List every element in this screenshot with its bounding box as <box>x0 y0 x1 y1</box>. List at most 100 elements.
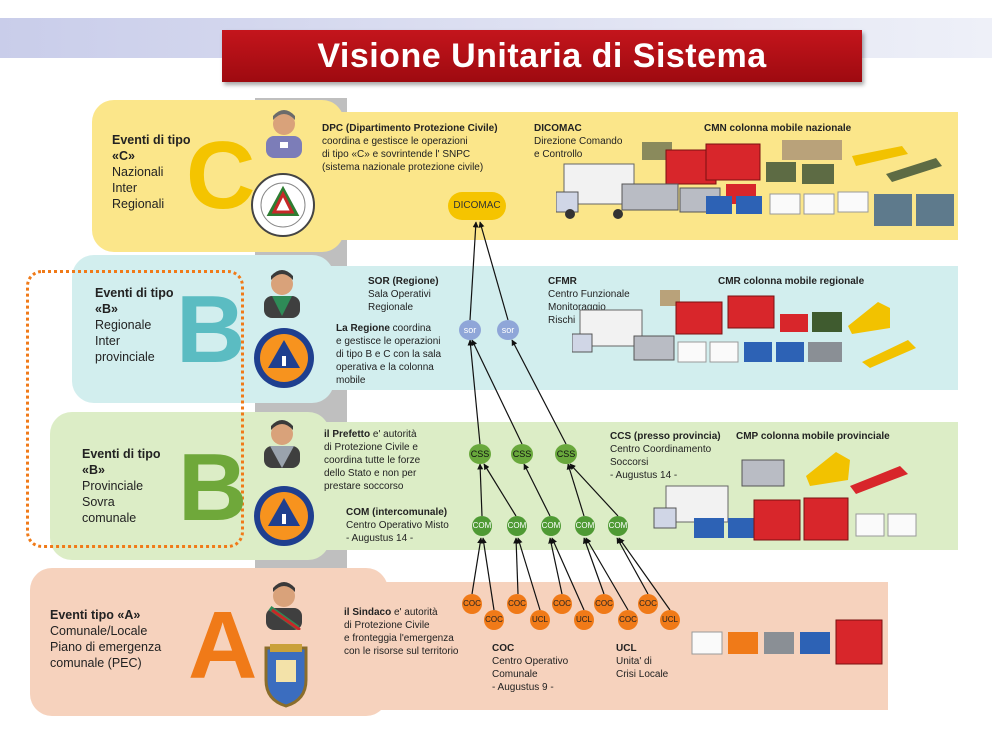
com-head: COM (intercomunale) <box>346 507 448 518</box>
official-avatar-icon <box>266 582 302 630</box>
cfmr-line: Rischi <box>548 315 576 326</box>
tier-a-label: Eventi tipo «A» Comunale/Locale Piano di… <box>50 607 190 671</box>
sor-head: SOR (Regione) <box>368 276 439 287</box>
regione-line: mobile <box>336 375 366 386</box>
tier-c-line: Inter <box>112 181 138 195</box>
com-node: COM <box>472 516 492 536</box>
coc-text: COC Centro Operativo Comunale - Augustus… <box>492 642 582 694</box>
tier-a-line: Comunale/Locale <box>50 624 148 638</box>
sindaco-line: e fronteggia l'emergenza <box>344 633 454 644</box>
coc-node: COC <box>507 594 527 614</box>
protezione-civile-nazionale-logo <box>251 173 315 237</box>
regione-head: La Regione <box>336 323 390 334</box>
tier-b-provincial-line: comunale <box>82 511 137 525</box>
sor-line: Sala Operativi <box>368 289 431 300</box>
tier-c-head: Eventi di tipo «C» <box>112 133 191 163</box>
com-node: COM <box>541 516 561 536</box>
regione-text: La Regione coordina e gestisce le operaz… <box>336 322 466 387</box>
coc-line: Comunale <box>492 669 538 680</box>
tier-a-head: Eventi tipo «A» <box>50 608 141 622</box>
dicomac-text: DICOMAC Direzione Comando e Controllo <box>534 122 654 161</box>
cfmr-line: Centro Funzionale <box>548 289 630 300</box>
sindaco-text: il Sindaco e' autorità di Protezione Civ… <box>344 606 474 658</box>
ucl-line: Crisi Locale <box>616 669 669 680</box>
tier-b-regional-line: Regionale <box>95 318 152 332</box>
protezione-civile-regionale-logo <box>254 486 314 546</box>
cmr-vehicle-fleet <box>572 290 916 368</box>
coc-line: Centro Operativo <box>492 656 569 667</box>
page-title: Visione Unitaria di Sistema <box>222 30 862 82</box>
tier-b-provincial-letter: B <box>178 434 248 541</box>
ucl-text: UCL Unita' di Crisi Locale <box>616 642 686 681</box>
sindaco-head: il Sindaco <box>344 607 392 618</box>
ucl-node: UCL <box>660 610 680 630</box>
com-text: COM (intercomunale) Centro Operativo Mis… <box>346 506 466 545</box>
sindaco-line: e' autorità <box>391 607 438 618</box>
prefetto-head: il Prefetto <box>324 429 371 440</box>
band-c <box>318 112 958 240</box>
cmr-label: CMR colonna mobile regionale <box>718 276 865 287</box>
sindaco-line: di Protezione Civile <box>344 620 430 631</box>
cfmr-line: Monitoraggio <box>548 302 606 313</box>
ccs-line: Centro Coordinamento <box>610 444 712 455</box>
com-node: COM <box>575 516 595 536</box>
tier-b-regional-letter: B <box>176 276 246 383</box>
dicomac-head: DICOMAC <box>534 123 582 134</box>
tier-b-provincial-line: Sovra <box>82 495 115 509</box>
prefetto-line: dello Stato e non per <box>324 468 417 479</box>
official-avatar-icon <box>266 110 302 158</box>
prefetto-line: prestare soccorso <box>324 481 404 492</box>
coc-node: COC <box>594 594 614 614</box>
prefetto-line: e' autorità <box>370 429 417 440</box>
ccs-line: - Augustus 14 - <box>610 470 678 481</box>
official-avatar-icon <box>264 420 300 468</box>
dicomac-line: e Controllo <box>534 149 583 160</box>
sindaco-line: con le risorse sul territorio <box>344 646 459 657</box>
dicomac-line: Direzione Comando <box>534 136 623 147</box>
protezione-civile-regionale-logo <box>254 328 314 388</box>
coc-node: COC <box>638 594 658 614</box>
com-node: COM <box>507 516 527 536</box>
coc-node: COC <box>462 594 482 614</box>
cmp-label: CMP colonna mobile provinciale <box>736 431 890 442</box>
tier-b-provincial-head: Eventi di tipo «B» <box>82 447 161 477</box>
prefetto-line: di Protezione Civile e <box>324 442 418 453</box>
css-node: CSS <box>469 444 491 464</box>
official-avatar-icon <box>264 270 300 318</box>
dpc-line: (sistema nazionale protezione civile) <box>322 162 484 173</box>
ccs-line: Soccorsi <box>610 457 649 468</box>
cmn-vehicle-fleet <box>556 140 954 226</box>
com-line: - Augustus 14 - <box>346 533 414 544</box>
coc-line: - Augustus 9 - <box>492 682 554 693</box>
tier-a-letter: A <box>188 592 258 699</box>
coc-head: COC <box>492 643 515 654</box>
regione-line: coordina <box>389 323 432 334</box>
b-tiers-dotted-outline <box>26 270 244 548</box>
coc-node: COC <box>618 610 638 630</box>
com-line: Centro Operativo Misto <box>346 520 449 531</box>
tier-b-provincial-line: Provinciale <box>82 479 144 493</box>
tier-b-regional-label: Eventi di tipo «B» Regionale Inter provi… <box>95 285 185 365</box>
tier-c-line: Nazionali <box>112 165 164 179</box>
dpc-line: coordina e gestisce le operazioni <box>322 136 468 147</box>
css-node: CSS <box>511 444 533 464</box>
ccs-head: CCS (presso provincia) <box>610 431 721 442</box>
cmp-vehicle-fleet <box>653 452 917 541</box>
coc-node: COC <box>484 610 504 630</box>
regione-line: operativa e la colonna <box>336 362 434 373</box>
ucl-node: UCL <box>574 610 594 630</box>
tier-c-line: Regionali <box>112 197 165 211</box>
tier-b-regional-line: provinciale <box>95 350 155 364</box>
local-vehicle-fleet <box>691 619 883 665</box>
ucl-head: UCL <box>616 643 637 654</box>
tier-b-regional-line: Inter <box>95 334 121 348</box>
cfmr-head: CFMR <box>548 276 577 287</box>
regione-line: di tipo B e C con la sala <box>336 349 442 360</box>
dpc-line: di tipo «C» e sovrintende l' SNPC <box>322 149 471 160</box>
com-node: COM <box>608 516 628 536</box>
sor-text: SOR (Regione) Sala Operativi Regionale <box>368 275 478 314</box>
ucl-line: Unita' di <box>616 656 652 667</box>
dpc-head: DPC (Dipartimento Protezione Civile) <box>322 123 498 134</box>
ccs-text: CCS (presso provincia) Centro Coordiname… <box>610 430 730 482</box>
dicomac-node: DICOMAC <box>448 192 506 220</box>
